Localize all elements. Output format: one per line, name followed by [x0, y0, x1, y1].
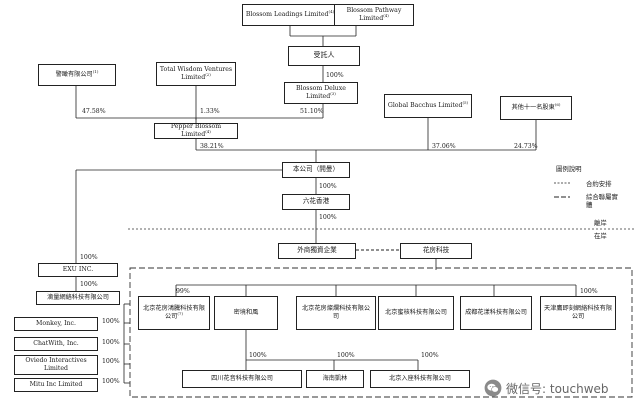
other-eleven-note: (6)	[554, 102, 561, 108]
diliang-node: 滴量網絡科技有限公司	[36, 291, 120, 305]
legend-onshore: 在岸	[594, 232, 607, 240]
huafang-tech-node: 花房科技	[400, 243, 472, 259]
total-wisdom-note: (2)	[205, 71, 211, 77]
miwo-node: 密境和風	[214, 296, 278, 330]
liuhua-hk-node: 六花香港	[282, 194, 350, 210]
pct-sub-hongteng: 99%	[176, 288, 190, 295]
mitu-label: Mitu Inc Limited	[29, 381, 83, 389]
diliang-label: 滴量網絡科技有限公司	[47, 294, 109, 302]
jinghan-note: (1)	[92, 69, 99, 75]
pct-chatwith: 100%	[102, 339, 120, 346]
pct-total-wisdom: 1.33%	[200, 108, 220, 115]
pct-oviedo: 100%	[102, 358, 120, 365]
bj-huafang-hongteng-note: (7)	[177, 310, 184, 316]
bj-rujia-node: 北京入座科技有限公司	[370, 370, 470, 388]
blossom-leadings-node: Blossom Leadings Limited(4)	[242, 4, 338, 26]
oviedo-label: Oviedo Interactives Limited	[25, 357, 87, 372]
pct-pepper-blossom: 38.21%	[200, 143, 224, 150]
pct-exu-to-diliang: 100%	[80, 281, 98, 288]
pct-mitu: 100%	[102, 378, 120, 385]
trustee-label: 受託人	[313, 51, 335, 60]
miwo-label: 密境和風	[233, 309, 259, 317]
tj-yingke-label: 天津鷹即刻網絡科技有限公司	[543, 305, 613, 320]
pct-sub-others: 100%	[580, 288, 598, 295]
pct-rujia: 100%	[421, 352, 439, 359]
blossom-deluxe-node: Blossom Deluxe Limited(3)	[284, 82, 358, 104]
sc-huayin-node: 四川花音科技有限公司	[182, 370, 302, 388]
pct-global-bacchus: 37.06%	[432, 143, 456, 150]
blossom-leadings-label: Blossom Leadings Limited	[245, 11, 329, 19]
blossom-deluxe-label: Blossom Deluxe Limited	[296, 85, 346, 100]
blossom-leadings-note: (4)	[328, 9, 335, 15]
exu-node: EXU INC.	[38, 263, 118, 277]
legend-offshore: 離岸	[594, 219, 607, 227]
pct-monkey: 100%	[102, 318, 120, 325]
legend-title: 圖例說明	[556, 165, 582, 173]
chatwith-label: ChatWith, Inc.	[33, 340, 79, 348]
pct-blossom-deluxe: 51.10%	[300, 108, 324, 115]
wechat-icon	[484, 379, 502, 397]
bj-mihe-label: 北京蜜核科技有限公司	[385, 309, 447, 317]
blossom-pathway-note: (4)	[383, 12, 389, 18]
huafang-tech-label: 花房科技	[422, 246, 450, 255]
total-wisdom-node: Total Wisdom Ventures Limited(2)	[156, 62, 236, 86]
other-eleven-node: 其他十一名股東(6)	[500, 96, 572, 120]
legend-equity: 綜合聯屬實體	[586, 193, 618, 209]
company-label: 本公司（開曼）	[292, 165, 340, 174]
pct-company-to-hk: 100%	[319, 183, 337, 190]
trustee-node: 受託人	[288, 46, 360, 66]
hainan-kailin-label: 海南凱林	[322, 375, 348, 383]
pct-hk-to-wfoe: 100%	[319, 214, 337, 221]
pct-sichuan: 100%	[249, 352, 267, 359]
bj-mihe-node: 北京蜜核科技有限公司	[378, 296, 454, 330]
bj-rujia-label: 北京入座科技有限公司	[389, 375, 451, 383]
bj-huafang-hongteng-node: 北京花房鴻騰科技有限公司(7)	[138, 296, 210, 330]
legend-contract: 合約安排	[586, 180, 612, 188]
mitu-node: Mitu Inc Limited	[14, 378, 98, 392]
pepper-blossom-note: (4)	[205, 128, 211, 134]
cd-huayun-label: 成都花漾科技有限公司	[465, 309, 527, 317]
tj-yingke-node: 天津鷹即刻網絡科技有限公司	[540, 296, 616, 330]
monkey-node: Monkey, Inc.	[14, 317, 98, 331]
blossom-pathway-label: Blossom Pathway Limited	[346, 7, 402, 22]
blossom-pathway-node: Blossom Pathway Limited(4)	[334, 4, 414, 26]
jinghan-node: 警瞰有限公司(1)	[38, 64, 116, 86]
pct-trustee-to-deluxe: 100%	[326, 72, 344, 79]
bj-huafang-canlan-label: 北京花房燦爛科技有限公司	[301, 305, 371, 320]
exu-label: EXU INC.	[62, 266, 94, 274]
bj-huafang-hongteng-label: 北京花房鴻騰科技有限公司	[143, 305, 205, 320]
pepper-blossom-label: Pepper Blossom Limited	[170, 123, 222, 138]
chatwith-node: ChatWith, Inc.	[14, 337, 98, 351]
hainan-kailin-node: 海南凱林	[306, 370, 364, 388]
global-bacchus-note: (5)	[462, 100, 469, 106]
cd-huayun-node: 成都花漾科技有限公司	[460, 296, 532, 330]
company-node: 本公司（開曼）	[282, 162, 350, 178]
pct-hainan: 100%	[337, 352, 355, 359]
pct-company-to-exu: 100%	[80, 254, 98, 261]
sc-huayin-label: 四川花音科技有限公司	[211, 375, 273, 383]
wechat-watermark: 微信号: touchweb	[484, 376, 630, 400]
pct-jinghan: 47.58%	[82, 108, 106, 115]
liuhua-hk-label: 六花香港	[302, 197, 330, 206]
watermark-text: 微信号: touchweb	[506, 381, 609, 396]
global-bacchus-label: Global Bacchus Limited	[387, 102, 463, 110]
pct-other-eleven: 24.73%	[514, 143, 538, 150]
blossom-deluxe-note: (3)	[330, 90, 336, 96]
global-bacchus-node: Global Bacchus Limited(5)	[384, 94, 472, 118]
other-eleven-label: 其他十一名股東	[511, 104, 555, 112]
jinghan-label: 警瞰有限公司	[55, 71, 93, 79]
pepper-blossom-node: Pepper Blossom Limited(4)	[154, 123, 238, 139]
wfoe-label: 外商獨資企業	[297, 246, 337, 255]
total-wisdom-label: Total Wisdom Ventures Limited	[159, 66, 233, 81]
wfoe-node: 外商獨資企業	[278, 243, 356, 259]
monkey-label: Monkey, Inc.	[36, 320, 76, 328]
bj-huafang-canlan-node: 北京花房燦爛科技有限公司	[296, 296, 376, 330]
oviedo-node: Oviedo Interactives Limited	[14, 355, 98, 375]
